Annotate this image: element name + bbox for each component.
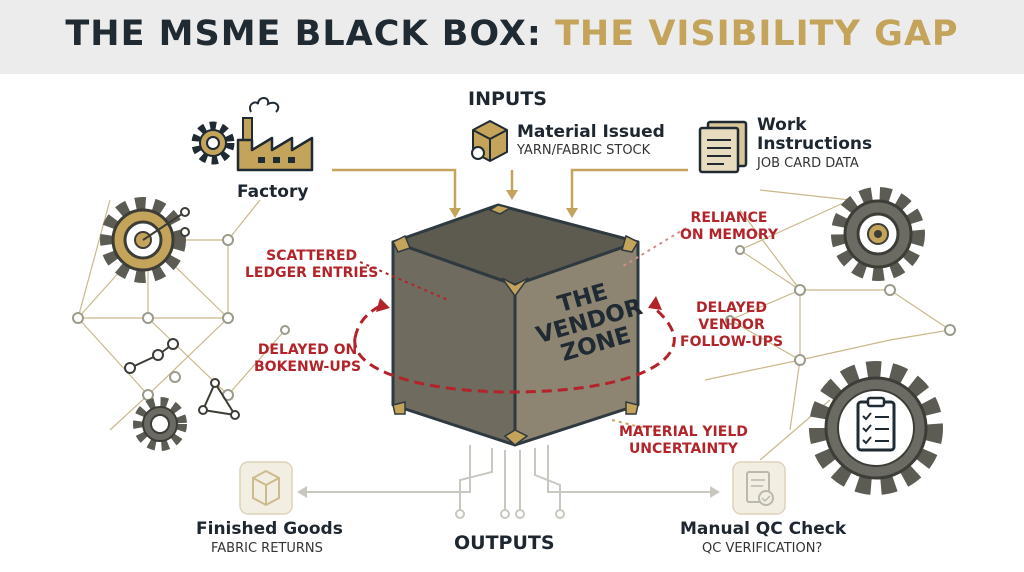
diagram-canvas — [72, 97, 956, 519]
factory-label: Factory — [237, 182, 309, 202]
finished-goods-label: Finished Goods — [196, 519, 343, 539]
finished-box-icon — [239, 461, 293, 515]
input-arrowheads — [449, 190, 578, 218]
output-lines — [305, 445, 712, 512]
title-main: THE MSME BLACK BOX: — [65, 14, 542, 54]
title-banner — [0, 0, 1024, 74]
delayed-on-line1: DELAYED ON — [257, 342, 358, 358]
reliance-line1: RELIANCE — [690, 210, 768, 226]
target-gear-icon — [100, 197, 190, 283]
material-sub: YARN/FABRIC STOCK — [517, 143, 651, 158]
left-network — [77, 199, 286, 431]
checklist-gear-icon — [809, 361, 943, 495]
inputs-heading: INPUTS — [468, 88, 547, 110]
molecule-icon — [124, 338, 179, 374]
yield-line2: UNCERTAINTY — [628, 441, 738, 457]
output-arrowheads — [297, 486, 720, 498]
vendor-line1: DELAYED — [696, 300, 767, 316]
vendor-line3: FOLLOW-UPS — [680, 334, 784, 350]
material-box-icon — [471, 120, 508, 162]
annotation-leaders — [359, 227, 687, 433]
right-network — [704, 189, 951, 461]
factory-icon — [236, 97, 314, 172]
output-line-nodes — [455, 509, 565, 519]
factory-gear-icon — [191, 121, 235, 165]
work-sub: JOB CARD DATA — [757, 156, 859, 171]
yield-line1: MATERIAL YIELD — [619, 424, 748, 440]
page-title: THE MSME BLACK BOX: THE VISIBILITY GAP — [0, 14, 1024, 54]
material-label: Material Issued — [517, 122, 665, 142]
delayed-on-line2: BOKENW-UPS — [254, 359, 362, 375]
small-gear-icon — [133, 397, 187, 451]
reliance-line2: ON MEMORY — [680, 227, 778, 243]
work-label-line2: Instructions — [757, 134, 873, 154]
qc-label: Manual QC Check — [680, 519, 847, 539]
finished-goods-sub: FABRIC RETURNS — [211, 541, 323, 556]
document-icon — [698, 120, 748, 174]
qc-sub: QC VERIFICATION? — [702, 541, 823, 556]
triangle-icon — [198, 378, 240, 420]
vendor-zone-cube — [391, 203, 640, 447]
input-arrows — [332, 168, 688, 210]
qc-document-icon — [732, 461, 786, 515]
right-network-nodes — [725, 245, 956, 366]
title-accent: THE VISIBILITY GAP — [555, 14, 959, 54]
loop-arrowheads — [376, 296, 662, 312]
work-label-line1: Work — [757, 115, 807, 135]
scattered-line2: LEDGER ENTRIES — [245, 265, 379, 281]
outputs-heading: OUTPUTS — [454, 532, 555, 554]
right-target-gear-icon — [831, 187, 925, 281]
vendor-line2: VENDOR — [698, 317, 765, 333]
scattered-line1: SCATTERED — [266, 248, 358, 264]
